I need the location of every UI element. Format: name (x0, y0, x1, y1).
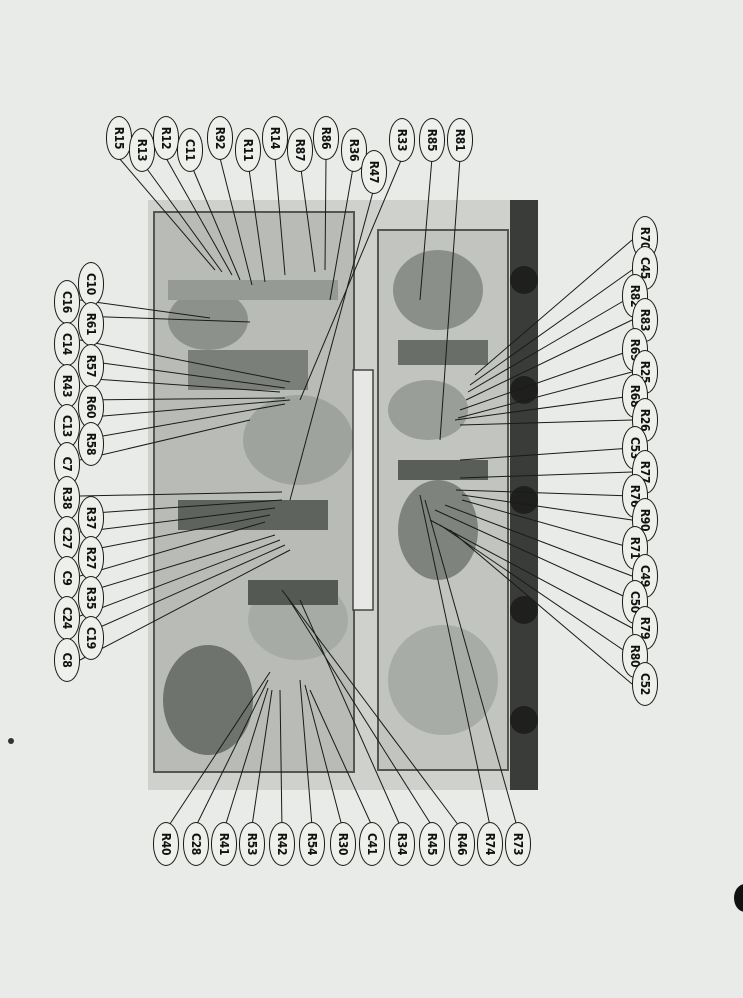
callout-label: R30 (330, 822, 356, 866)
callout-label: C10 (78, 262, 104, 306)
callout-label: R40 (153, 822, 179, 866)
callout-label: R14 (262, 116, 288, 160)
callout-label: C27 (54, 516, 80, 560)
scan-speck (8, 738, 14, 744)
callout-label: R35 (78, 576, 104, 620)
callout-label: C13 (54, 404, 80, 448)
callout-label: R74 (477, 822, 503, 866)
callout-label: C52 (632, 662, 658, 706)
callout-label: R87 (287, 128, 313, 172)
callout-label: R53 (239, 822, 265, 866)
callout-label: C11 (177, 128, 203, 172)
callout-label: C19 (78, 616, 104, 660)
callout-label: R92 (207, 116, 233, 160)
callout-label: R42 (269, 822, 295, 866)
callout-label: C41 (359, 822, 385, 866)
callout-label: C28 (183, 822, 209, 866)
callout-label: C16 (54, 280, 80, 324)
callout-label: R54 (299, 822, 325, 866)
chassis-photo (148, 200, 538, 790)
callout-label: C8 (54, 638, 80, 682)
callout-label: C14 (54, 322, 80, 366)
callout-label: R12 (153, 116, 179, 160)
callout-label: R73 (505, 822, 531, 866)
callout-label: R46 (449, 822, 475, 866)
binding-hole (734, 884, 743, 912)
callout-label: R58 (78, 422, 104, 466)
callout-label: R38 (54, 476, 80, 520)
callout-label: R85 (419, 118, 445, 162)
callout-label: R60 (78, 385, 104, 429)
callout-label: C24 (54, 596, 80, 640)
callout-label: R43 (54, 364, 80, 408)
callout-label: R45 (419, 822, 445, 866)
callout-label: R13 (129, 128, 155, 172)
callout-label: R27 (78, 536, 104, 580)
callout-label: R34 (389, 822, 415, 866)
callout-label: R57 (78, 344, 104, 388)
callout-label: R61 (78, 302, 104, 346)
callout-label: R81 (447, 118, 473, 162)
callout-label: R37 (78, 496, 104, 540)
callout-label: R41 (211, 822, 237, 866)
callout-label: R47 (361, 150, 387, 194)
callout-label: R86 (313, 116, 339, 160)
callout-label: C9 (54, 556, 80, 600)
callout-label: R33 (389, 118, 415, 162)
callout-label: R11 (235, 128, 261, 172)
